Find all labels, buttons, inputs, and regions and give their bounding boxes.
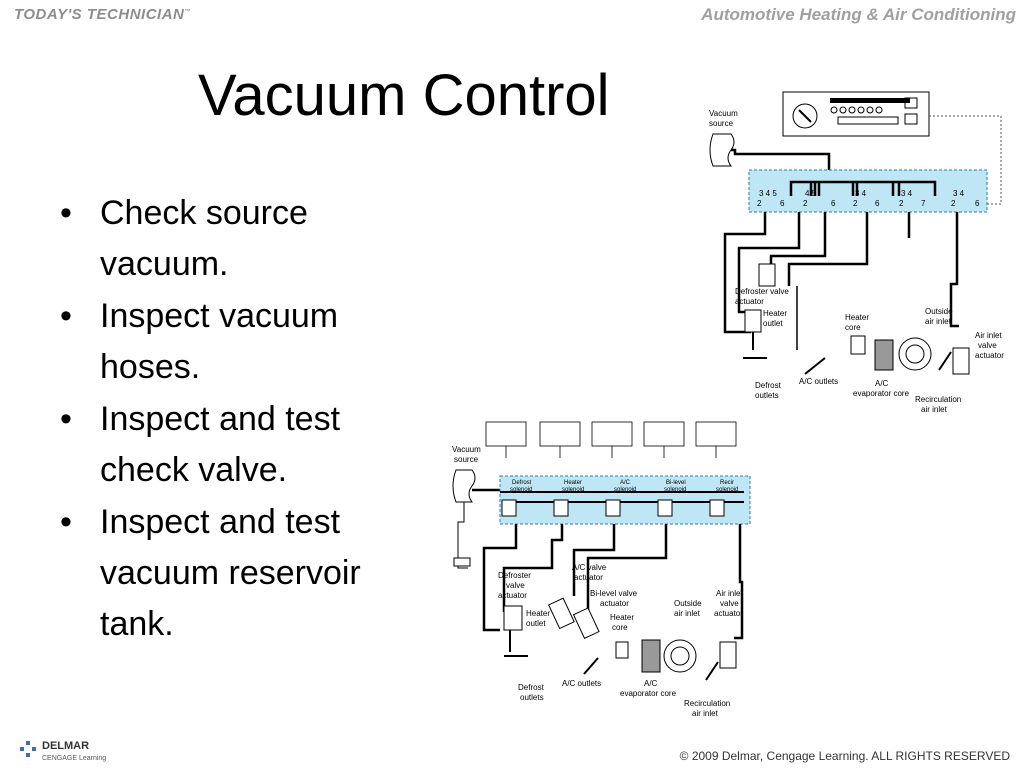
defroster-actuator xyxy=(758,263,776,287)
logo-line2: CENGAGE Learning xyxy=(42,755,106,762)
label-ac-outlets: A/C outlets xyxy=(799,377,838,386)
bullet-item: • Inspect vacuum hoses. xyxy=(56,291,426,393)
vacuum-manifold xyxy=(748,169,988,213)
bullet-item: • Check source vacuum. xyxy=(56,188,426,290)
brand-left-text: TODAY'S TECHNICIAN xyxy=(14,6,185,23)
svg-text:6: 6 xyxy=(975,199,980,208)
slide-title: Vacuum Control xyxy=(198,63,610,128)
svg-text:source: source xyxy=(709,119,734,128)
heater-actuator xyxy=(744,309,762,333)
air-inlet-actuator-bottom xyxy=(719,641,737,669)
svg-text:3 4: 3 4 xyxy=(953,189,965,198)
brand-todays-technician: TODAY'S TECHNICIAN™ xyxy=(14,6,191,23)
svg-text:6: 6 xyxy=(831,199,836,208)
logo-mark-icon xyxy=(20,741,36,757)
mode-buttons xyxy=(830,98,910,103)
bullet-text: Inspect and test check valve. xyxy=(100,400,341,489)
bullet-dot: • xyxy=(60,400,72,438)
label-ac-outlets-bottom: A/C outlets xyxy=(562,679,601,688)
blower-fan-bottom xyxy=(663,639,697,673)
bullet-dot: • xyxy=(60,297,72,335)
logo-line1: DELMAR xyxy=(42,740,89,752)
bullet-text: Inspect vacuum hoses. xyxy=(100,297,339,386)
delmar-cengage-logo: DELMAR CENGAGE Learning xyxy=(20,740,106,762)
defroster-actuator-bottom xyxy=(503,605,523,631)
svg-text:2: 2 xyxy=(853,199,858,208)
air-inlet-actuator xyxy=(952,347,970,375)
ac-valve-actuator xyxy=(548,597,575,630)
switch-panel xyxy=(485,421,737,458)
bullet-item: • Inspect and test vacuum reservoir tank. xyxy=(56,497,426,650)
bilevel-actuator xyxy=(572,607,600,639)
heater-core xyxy=(850,335,866,355)
svg-text:3 4: 3 4 xyxy=(855,189,867,198)
brand-left-tm: ™ xyxy=(184,9,191,15)
evaporator-core xyxy=(874,339,894,371)
svg-text:2: 2 xyxy=(899,199,904,208)
solenoid-manifold xyxy=(499,475,751,525)
svg-text:2: 2 xyxy=(803,199,808,208)
bullet-dot: • xyxy=(60,194,72,232)
bullet-dot: • xyxy=(60,503,72,541)
svg-text:3 4 5: 3 4 5 xyxy=(759,189,777,198)
svg-text:6: 6 xyxy=(875,199,880,208)
copyright-notice: © 2009 Delmar, Cengage Learning. ALL RIG… xyxy=(679,749,1010,763)
bullet-list: • Check source vacuum. • Inspect vacuum ho… xyxy=(56,188,426,651)
svg-text:2: 2 xyxy=(757,199,762,208)
bullet-item: • Inspect and test check valve. xyxy=(56,394,426,496)
svg-text:6: 6 xyxy=(780,199,785,208)
evaporator-core-bottom xyxy=(641,639,661,673)
vacuum-source: Vacuum source xyxy=(709,109,831,184)
svg-text:4 5: 4 5 xyxy=(805,189,817,198)
svg-text:2: 2 xyxy=(951,199,956,208)
bullet-text: Inspect and test vacuum reservoir tank. xyxy=(100,503,361,643)
svg-text:3 4: 3 4 xyxy=(901,189,913,198)
heater-core-bottom xyxy=(615,641,629,659)
svg-text:Vacuum: Vacuum xyxy=(709,109,738,118)
bullet-text: Check source vacuum. xyxy=(100,194,308,283)
brand-course-title: Automotive Heating & Air Conditioning xyxy=(701,5,1016,24)
svg-text:7: 7 xyxy=(921,199,926,208)
blower-fan xyxy=(898,337,932,371)
